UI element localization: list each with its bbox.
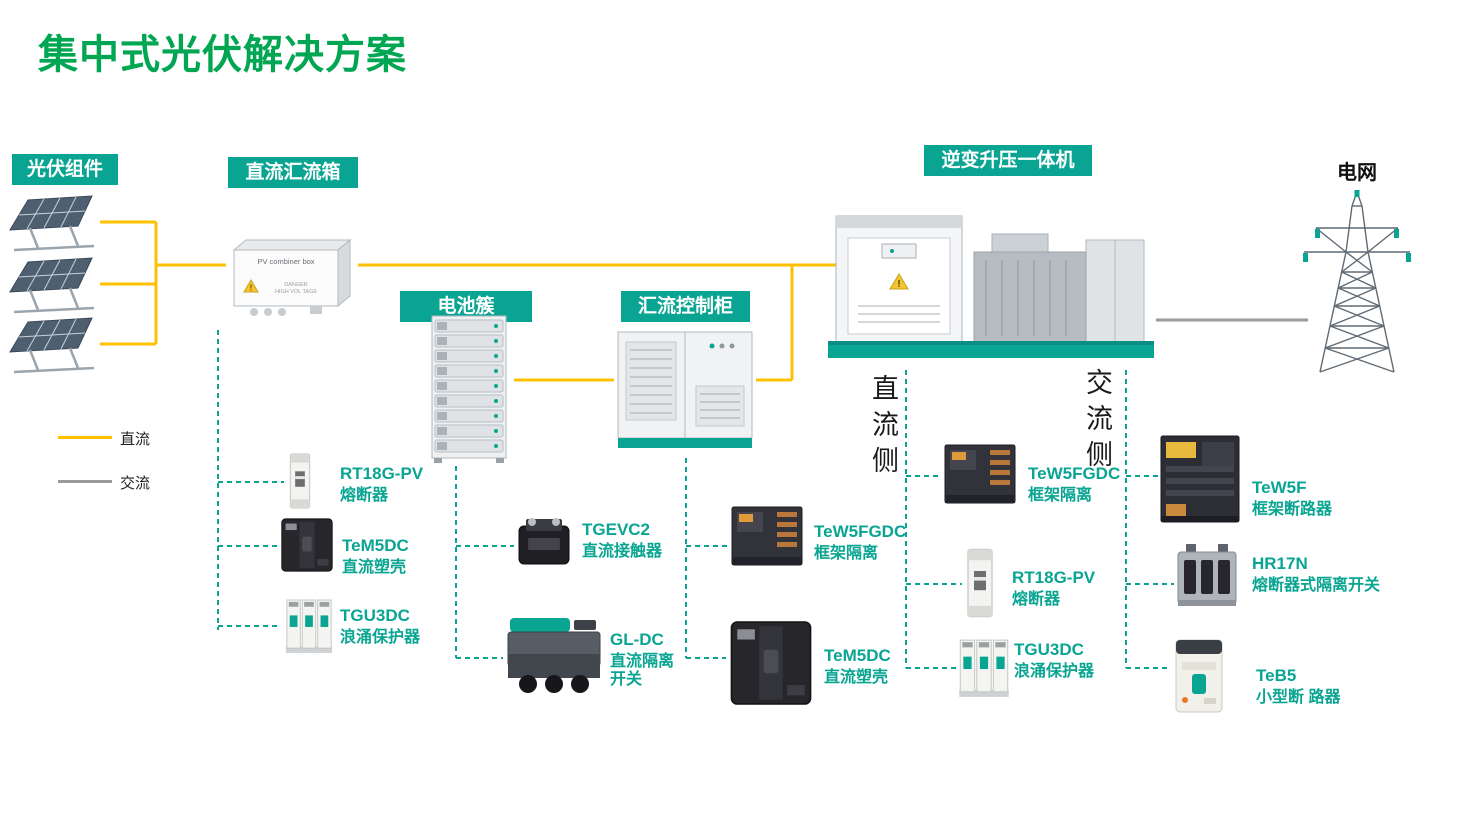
warning-triangle-icon — [889, 273, 909, 290]
solar-panel-icon — [8, 194, 100, 256]
component-name: TGU3DC — [1014, 640, 1084, 659]
inverter-station-illustration: ! — [828, 215, 1154, 358]
component-name: RT18G-PV — [340, 464, 424, 483]
label-combiner-control-cabinet: 汇流控制柜 — [621, 291, 750, 322]
component-name: TGU3DC — [340, 606, 410, 625]
component-label: TeB5 小型断 路器 — [1256, 666, 1340, 707]
solar-panel-icon — [8, 256, 100, 318]
component-name: TeW5FGDC — [814, 522, 907, 541]
component-label: RT18G-PV 熔断器 — [1012, 568, 1095, 609]
gl-dc-switch-image — [504, 614, 604, 698]
tew5fgdc-frame-breaker-image — [942, 440, 1018, 510]
tgu3dc-surge-protector-image — [283, 596, 335, 656]
label-pv-modules: 光伏组件 — [12, 154, 118, 185]
component-name: TeM5DC — [824, 646, 891, 665]
label-battery-cluster: 电池簇 — [400, 291, 532, 322]
component-desc: 直流塑壳 — [342, 558, 407, 576]
component-desc: 框架隔离 — [814, 544, 879, 562]
legend-dc-line — [58, 436, 112, 439]
rt18g-pv-fuse-image — [962, 546, 998, 620]
svg-text:!: ! — [250, 284, 253, 293]
svg-text:!: ! — [897, 279, 900, 290]
component-desc: 框架隔离 — [1028, 486, 1093, 504]
label-inverter-booster: 逆变升压一体机 — [924, 145, 1092, 176]
component-desc: 小型断 路器 — [1256, 688, 1341, 706]
warning-triangle-icon — [243, 279, 259, 293]
component-label: RT18G-PV 熔断器 — [340, 464, 423, 505]
tem5dc-breaker-image — [727, 610, 815, 716]
page-title: 集中式光伏解决方案 — [38, 33, 407, 77]
component-label: TeW5FGDC 框架隔离 — [1028, 464, 1120, 505]
component-name: TeM5DC — [342, 536, 409, 555]
component-label: GL-DC 直流隔离开关 — [610, 630, 686, 689]
legend-ac-label: 交流 — [120, 475, 151, 492]
component-desc: 直流隔离开关 — [610, 652, 675, 688]
dc-side-label: 直流侧 — [868, 374, 898, 482]
component-desc: 浪涌保护器 — [340, 628, 421, 646]
legend-ac-line — [58, 480, 112, 483]
component-label: TGEVC2 直流接触器 — [582, 520, 662, 561]
component-name: GL-DC — [610, 630, 664, 649]
component-desc: 直流塑壳 — [824, 668, 889, 686]
component-label: TeM5DC 直流塑壳 — [342, 536, 409, 577]
tgevc2-contactor-image — [514, 514, 574, 566]
component-label: HR17N 熔断器式隔离开关 — [1252, 554, 1380, 595]
tew5fgdc-frame-breaker-image — [729, 502, 805, 572]
component-desc: 浪涌保护器 — [1014, 662, 1095, 680]
tem5dc-breaker-image — [279, 516, 335, 574]
control-cabinet-illustration — [617, 331, 753, 448]
component-label: TGU3DC 浪涌保护器 — [1014, 640, 1094, 681]
rt18g-pv-fuse-image — [285, 452, 315, 510]
component-name: TGEVC2 — [582, 520, 651, 539]
label-grid: 电网 — [1337, 162, 1377, 184]
component-label: TGU3DC 浪涌保护器 — [340, 606, 420, 647]
hr17n-disconnect-switch-image — [1174, 540, 1240, 612]
teb5-mini-breaker-image — [1168, 636, 1230, 716]
combiner-box-danger-text: DANGER — [284, 282, 308, 288]
component-label: TeM5DC 直流塑壳 — [824, 646, 891, 687]
component-name: TeB5 — [1256, 666, 1297, 685]
solar-panel-icon — [8, 316, 100, 378]
label-dc-combiner-box: 直流汇流箱 — [228, 157, 358, 188]
ac-side-label: 交流侧 — [1082, 368, 1112, 476]
component-desc: 框架断路器 — [1252, 500, 1333, 518]
battery-rack-illustration — [431, 315, 507, 463]
component-name: HR17N — [1252, 554, 1308, 573]
component-label: TeW5F 框架断路器 — [1252, 478, 1332, 519]
tew5f-frame-breaker-image — [1158, 432, 1242, 526]
component-name: RT18G-PV — [1012, 568, 1096, 587]
combiner-box-illustration: PV combiner box ! DANGER HIGH VOL TAGE — [232, 238, 352, 316]
component-desc: 熔断器式隔离开关 — [1252, 576, 1381, 594]
component-label: TeW5FGDC 框架隔离 — [814, 522, 906, 563]
component-desc: 直流接触器 — [582, 542, 663, 560]
component-name: TeW5F — [1252, 478, 1307, 497]
combiner-box-voltage-text: HIGH VOL TAGE — [275, 289, 317, 295]
tgu3dc-surge-protector-image — [956, 636, 1012, 700]
component-name: TeW5FGDC — [1028, 464, 1121, 483]
component-desc: 熔断器 — [340, 486, 389, 504]
component-desc: 熔断器 — [1012, 590, 1061, 608]
combiner-box-label-text: PV combiner box — [257, 257, 314, 266]
transmission-tower-illustration — [1303, 190, 1411, 373]
legend-dc-label: 直流 — [120, 431, 151, 448]
